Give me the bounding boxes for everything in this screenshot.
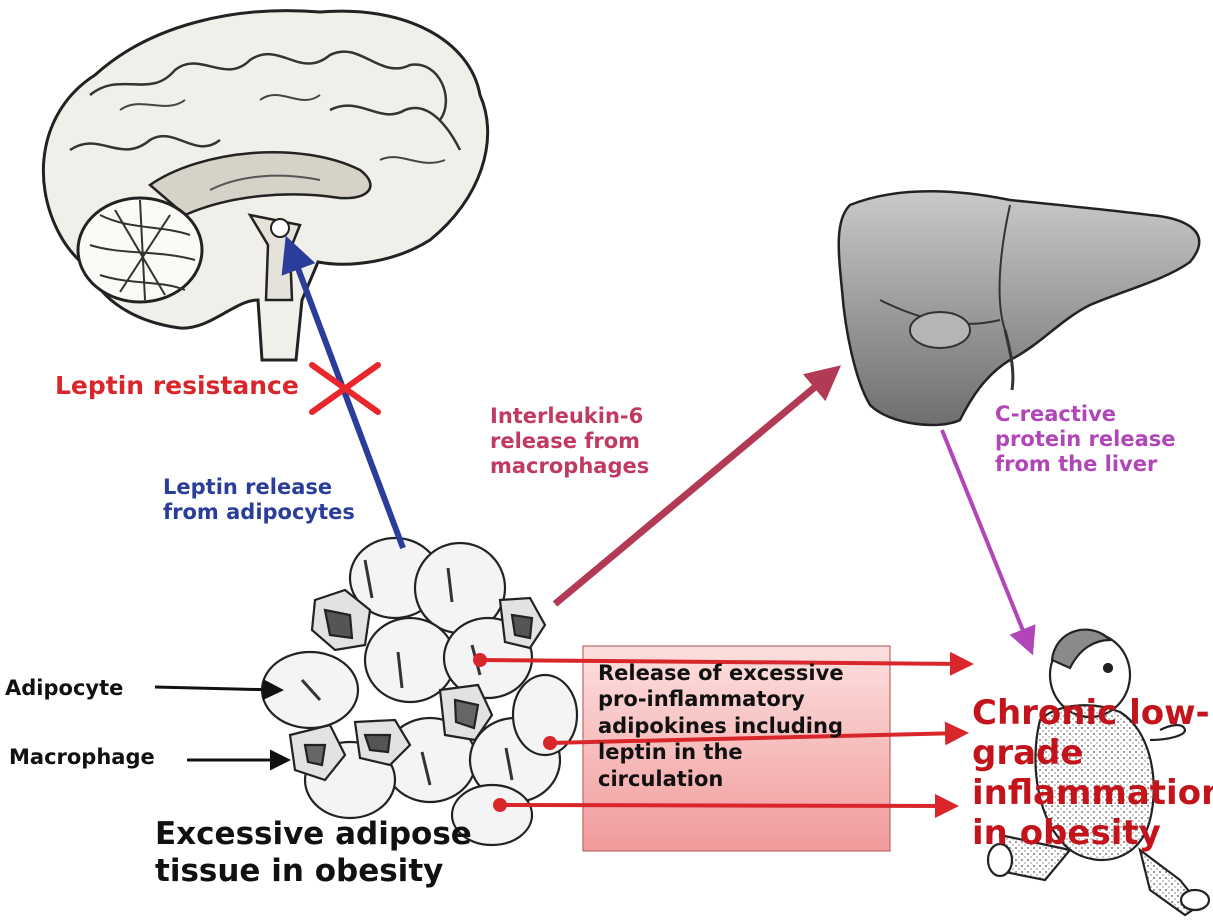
- il6-release-arrow: [552, 365, 842, 607]
- macrophage-label: Macrophage: [9, 745, 155, 769]
- leptin-release-arrow: [281, 235, 406, 550]
- liver-illustration: [837, 190, 1201, 427]
- il6-release-label: Interleukin-6 release from macrophages: [490, 404, 650, 478]
- blocked-x-icon: [309, 362, 381, 415]
- leptin-resistance-label: Leptin resistance: [55, 371, 299, 400]
- adipocyte-label: Adipocyte: [5, 676, 124, 700]
- crp-release-arrow: [940, 429, 1036, 656]
- chronic-inflammation-title: Chronic low- grade inflammation in obesi…: [972, 693, 1213, 854]
- adipose-tissue-title: Excessive adipose tissue in obesity: [155, 816, 472, 890]
- brain-illustration: [42, 9, 490, 362]
- adipokine-release-arrows: [473, 651, 974, 818]
- adipose-tissue-cluster: [260, 536, 579, 847]
- adipocyte-pointer-arrow: [154, 679, 284, 701]
- crp-release-label: C-reactive protein release from the live…: [995, 402, 1176, 476]
- release-box: [582, 645, 891, 852]
- leptin-release-label: Leptin release from adipocytes: [163, 475, 355, 524]
- release-box-text: Release of excessive pro-inflammatory ad…: [598, 661, 844, 791]
- running-child-illustration: [986, 628, 1211, 917]
